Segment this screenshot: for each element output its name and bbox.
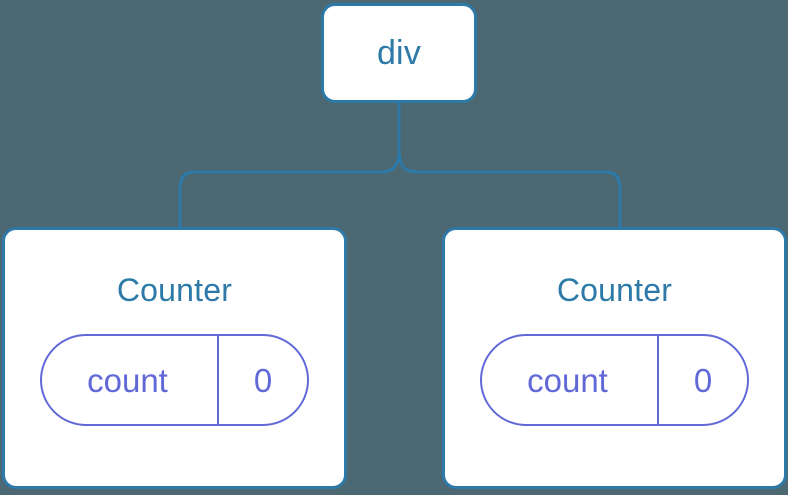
state-value-left: 0 [217, 336, 307, 424]
node-counter-left[interactable]: Counter count 0 [2, 227, 347, 489]
state-pill-left[interactable]: count 0 [40, 334, 309, 426]
node-root-div[interactable]: div [321, 3, 477, 103]
connector-branch-right [397, 146, 622, 230]
node-root-label: div [376, 34, 422, 72]
node-counter-right[interactable]: Counter count 0 [442, 227, 787, 489]
state-pill-right[interactable]: count 0 [480, 334, 749, 426]
state-value-right: 0 [657, 336, 747, 424]
state-key-left: count [87, 361, 168, 399]
state-key-right: count [527, 361, 608, 399]
node-counter-right-label: Counter [556, 272, 673, 308]
node-counter-left-label: Counter [116, 272, 233, 308]
connector-branch-left [178, 146, 401, 230]
